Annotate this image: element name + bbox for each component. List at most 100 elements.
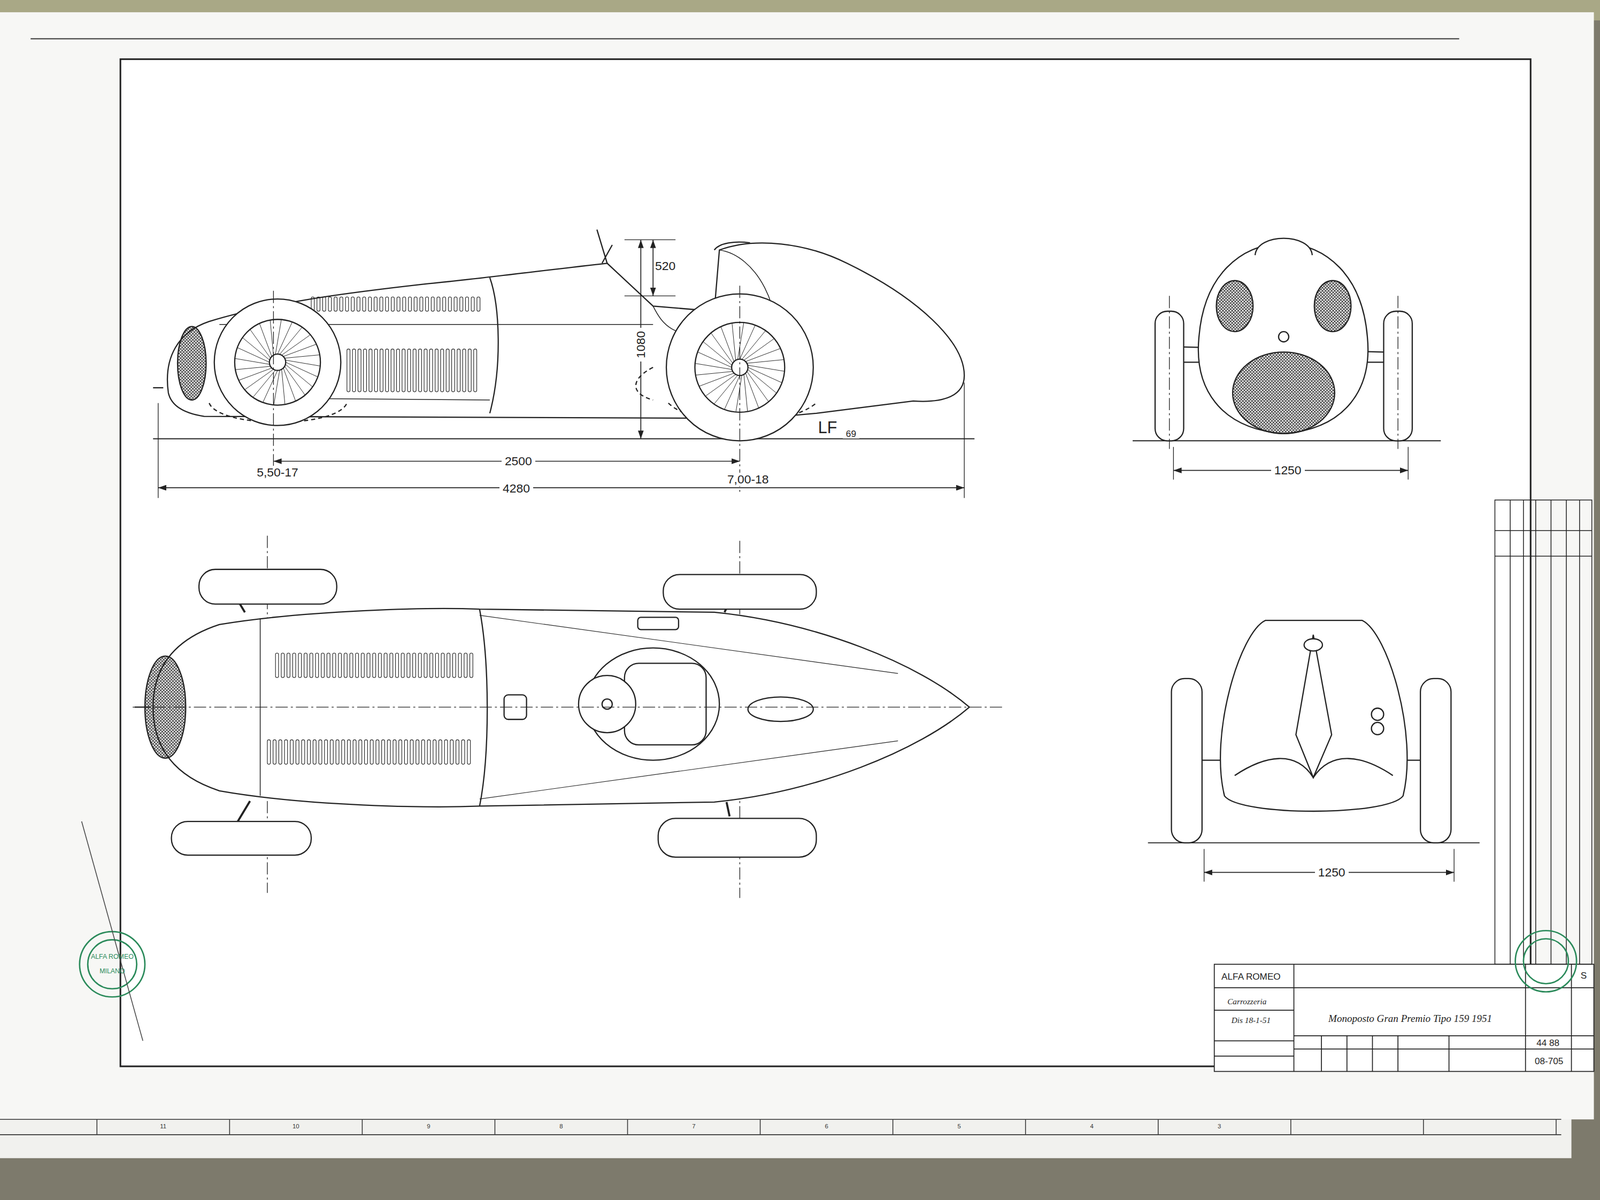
title-block (1294, 1035, 1595, 1037)
louvre (317, 296, 321, 312)
ruler-tick (892, 1119, 894, 1135)
louvre (355, 652, 359, 678)
stamp-text: MILANO (99, 967, 126, 976)
ruler-number: 4 (1090, 1122, 1094, 1130)
title-block (1294, 1048, 1595, 1050)
louvre (467, 739, 471, 765)
louvre (390, 349, 395, 392)
factory-stamp (79, 931, 145, 997)
louvre (401, 652, 405, 678)
louvre (334, 296, 338, 312)
top-view (132, 535, 1005, 898)
louvre (439, 739, 443, 765)
wheel-spoke (720, 326, 735, 362)
louvre (378, 652, 382, 678)
wheel-spoke (281, 369, 286, 405)
wheel-spoke (279, 327, 303, 355)
wheel-spoke (735, 375, 742, 413)
ruler-strip (96, 1119, 1557, 1135)
ruler-tick (627, 1119, 629, 1135)
front-view (1168, 295, 1170, 449)
title-block (1214, 964, 1595, 1072)
title-block (1372, 1035, 1374, 1072)
wheel-spoke (698, 373, 734, 387)
front-view (1232, 351, 1335, 434)
factory-stamp (79, 930, 1577, 997)
louvre (363, 349, 367, 392)
wheel-spoke (242, 337, 270, 360)
louvre (452, 652, 456, 678)
revision-table (1522, 500, 1525, 965)
revision-table (1579, 500, 1581, 965)
side-view (311, 296, 481, 312)
louvre (345, 296, 349, 312)
louvre (312, 739, 317, 765)
ruler-tick (96, 1119, 98, 1135)
louvre (454, 296, 458, 312)
side-view (234, 319, 321, 406)
ruler-tick (759, 1119, 761, 1135)
louvre (380, 349, 384, 392)
tyre-size: 7,00-18 (724, 472, 773, 487)
louvre (433, 739, 437, 765)
louvre (341, 739, 345, 765)
rear-view (1220, 620, 1407, 812)
louvre (278, 739, 282, 765)
louvre (473, 349, 478, 392)
louvre (436, 296, 441, 312)
louvre (441, 652, 445, 678)
top-view (267, 739, 471, 765)
ruler-number: 11 (159, 1122, 167, 1130)
louvre (398, 739, 403, 765)
rear-view (1234, 758, 1394, 778)
louvre (309, 652, 313, 678)
wheel-spoke (238, 367, 272, 381)
drawing-number: 44 88 (1536, 1037, 1560, 1049)
louvre (412, 349, 417, 392)
louvre (318, 739, 322, 765)
louvre (429, 349, 433, 392)
top-view (663, 574, 817, 610)
louvre (445, 349, 450, 392)
louvre (470, 652, 474, 678)
drawing-code: 69 (842, 428, 860, 440)
louvre (448, 296, 452, 312)
louvre (393, 739, 397, 765)
ruler-tick (494, 1119, 496, 1135)
top-view (637, 617, 679, 630)
louvre (425, 296, 429, 312)
louvre (374, 349, 378, 392)
wheel-spoke (743, 374, 748, 412)
wheel-spoke (284, 355, 320, 359)
louvre (343, 652, 348, 678)
louvre (431, 296, 435, 312)
louvre (374, 296, 378, 312)
drawing-date: Dis 18-1-51 (1231, 1016, 1271, 1026)
louvre (459, 296, 464, 312)
louvre (381, 739, 386, 765)
louvre (435, 349, 439, 392)
louvre (458, 652, 462, 678)
top-view (275, 652, 473, 678)
pencil-stroke (81, 821, 143, 1041)
louvre (287, 652, 291, 678)
title-block (1397, 1035, 1399, 1072)
louvre (379, 296, 383, 312)
dimension-value: 520 (655, 259, 676, 273)
title-block (1571, 964, 1573, 1072)
louvre (450, 739, 454, 765)
dimension-value: 1250 (1314, 865, 1349, 880)
top-view (171, 821, 312, 856)
louvre (424, 349, 428, 392)
rear-view (1371, 708, 1384, 721)
side-view (177, 326, 206, 400)
wheel-spoke (273, 370, 280, 405)
top-view (152, 608, 970, 807)
wheel-spoke (270, 319, 274, 356)
side-view (652, 239, 654, 296)
louvre (477, 296, 481, 312)
louvre (385, 349, 389, 392)
rear-view (1171, 678, 1203, 843)
